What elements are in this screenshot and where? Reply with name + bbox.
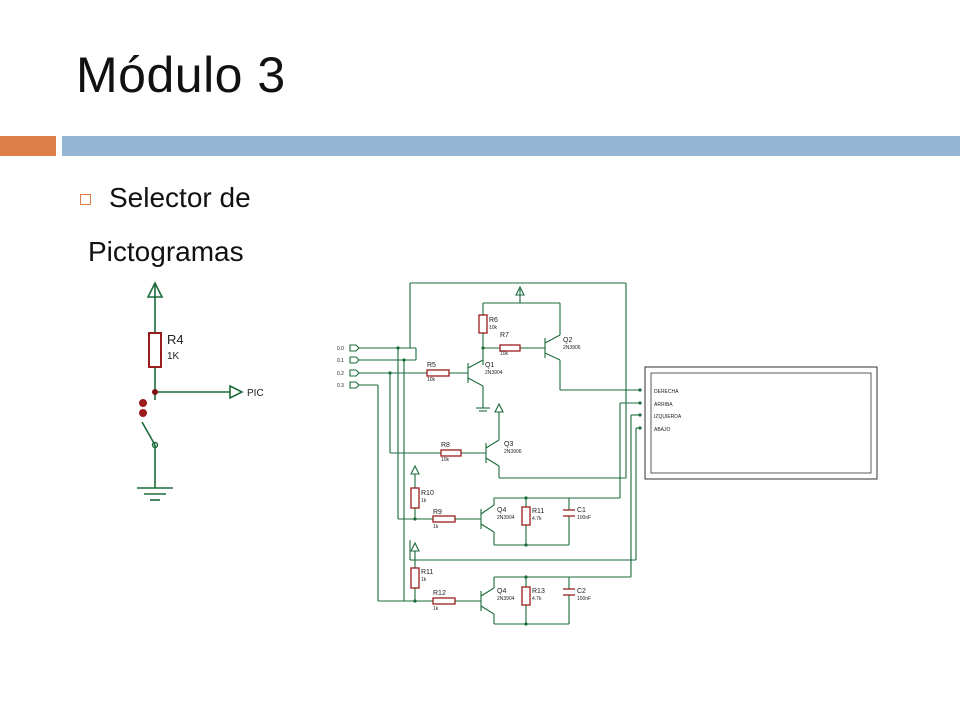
r8-value: 10k xyxy=(441,457,450,463)
display-module-outer xyxy=(644,366,878,480)
r6-value: 10k xyxy=(489,325,498,331)
q2-ref: Q2 xyxy=(563,337,572,344)
bullet-text: Selector de xyxy=(109,182,251,213)
output-label-arriba: ARRIBA xyxy=(654,402,673,408)
main-circuit-wires xyxy=(349,282,640,625)
output-label-izquierda: IZQUIERDA xyxy=(654,414,682,420)
resistor-r10 xyxy=(410,487,420,509)
resistor-r11a xyxy=(410,567,420,589)
left-switch-circuit xyxy=(137,281,244,501)
input-label-2: 0.2 xyxy=(337,371,344,377)
pic-output-label: PIC xyxy=(247,388,264,399)
display-module-inner xyxy=(650,372,872,474)
resistor-r11b xyxy=(521,506,531,526)
r11b-ref: R11 xyxy=(532,508,544,515)
resistor-r7 xyxy=(499,344,521,352)
resistor-r5 xyxy=(426,369,450,377)
bullet-square-icon xyxy=(80,194,91,205)
r9-ref: R9 xyxy=(433,509,442,516)
output-label-abajo: ABAJO xyxy=(654,427,671,433)
r10-ref: R10 xyxy=(421,490,434,497)
input-label-0: 0.0 xyxy=(337,346,344,352)
q3-ref: Q3 xyxy=(504,441,513,448)
accent-bar-orange xyxy=(0,136,56,156)
r13-value: 4.7k xyxy=(532,596,542,602)
subtitle-text: Pictogramas xyxy=(88,236,244,267)
q4a-value: 2N3904 xyxy=(497,515,515,521)
input-label-3: 0.3 xyxy=(337,383,344,389)
r4-ref-label: R4 xyxy=(167,332,184,347)
r13-ref: R13 xyxy=(532,588,545,595)
switch-pivot xyxy=(151,441,159,449)
accent-bar-blue xyxy=(62,136,960,156)
r7-value: 10k xyxy=(500,351,509,357)
switch-contact xyxy=(139,399,147,407)
r11a-ref: R11 xyxy=(421,569,433,576)
resistor-r9 xyxy=(432,515,456,523)
resistor-r13 xyxy=(521,586,531,606)
q2-value: 2N3906 xyxy=(563,345,581,351)
resistor-r4 xyxy=(148,332,162,368)
r12-value: 1k xyxy=(433,606,439,612)
q4b-ref: Q4 xyxy=(497,588,506,595)
r5-value: 10k xyxy=(427,377,436,383)
resistor-r8 xyxy=(440,449,462,457)
q1-value: 2N3904 xyxy=(485,370,503,376)
q1-ref: Q1 xyxy=(485,362,494,369)
slide-title: Módulo 3 xyxy=(76,47,286,103)
junction-dot xyxy=(152,389,158,395)
r12-ref: R12 xyxy=(433,590,446,597)
main-resistors xyxy=(410,314,575,606)
c2-ref: C2 xyxy=(577,588,586,595)
c2-value: 100nF xyxy=(577,596,591,602)
q3-value: 2N3906 xyxy=(504,449,522,455)
r4-value-label: 1K xyxy=(167,351,180,362)
r9-value: 1k xyxy=(433,524,439,530)
c1-value: 100nF xyxy=(577,515,591,521)
r6-ref: R6 xyxy=(489,317,498,324)
main-junctions xyxy=(388,346,642,626)
resistor-r12 xyxy=(432,597,456,605)
r7-ref: R7 xyxy=(500,332,509,339)
resistor-r6 xyxy=(478,314,488,334)
switch-contact xyxy=(139,409,147,417)
output-label-derecha: DERECHA xyxy=(654,389,679,395)
r8-ref: R8 xyxy=(441,442,450,449)
r11a-value: 1k xyxy=(421,577,427,583)
q4a-ref: Q4 xyxy=(497,507,506,514)
c1-ref: C1 xyxy=(577,507,586,514)
r5-ref: R5 xyxy=(427,362,436,369)
input-label-1: 0.1 xyxy=(337,358,344,364)
q4b-value: 2N3904 xyxy=(497,596,515,602)
r10-value: 1k xyxy=(421,498,427,504)
r11b-value: 4.7k xyxy=(532,516,542,522)
